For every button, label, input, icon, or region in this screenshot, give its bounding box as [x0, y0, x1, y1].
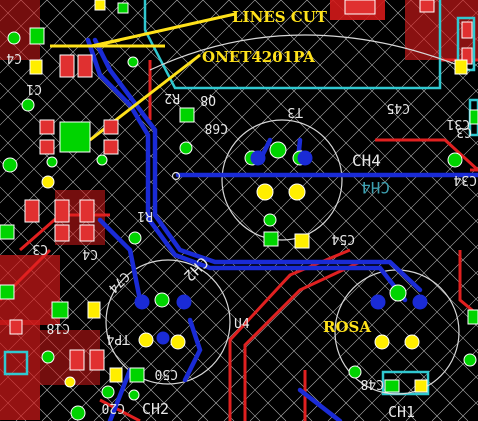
label-c18: C18: [47, 320, 70, 335]
label-c48: C48: [361, 376, 384, 391]
pads-blue: [134, 150, 428, 345]
blue-traces: [85, 37, 478, 421]
label-t3: T3: [287, 104, 303, 119]
label-c20: C20: [102, 400, 125, 415]
label-c45: C45: [387, 100, 410, 115]
label-c4-top: C4: [6, 50, 22, 65]
label-r1: R1: [137, 208, 153, 223]
component-circles: [105, 34, 471, 395]
label-tp4: TP4: [106, 331, 130, 346]
silkscreen-labels: C4 C1 R2 Q8 C68 T3 C45 C31 CH4 CH4 C34 R…: [6, 50, 477, 421]
annotation-lines-cut: LINES CUT: [232, 8, 328, 26]
label-ch1: CH1: [388, 403, 415, 421]
label-c3-right: C3: [456, 124, 472, 139]
vias-yellow: [41, 175, 420, 388]
pads-yellow: [29, 0, 468, 393]
pads-green: [0, 2, 478, 393]
label-c3: C3: [32, 241, 48, 256]
label-ch4-mirror: CH4: [361, 178, 390, 197]
label-c1: C1: [26, 81, 42, 96]
label-c31: C31: [447, 116, 470, 131]
label-c50: C50: [155, 366, 178, 381]
label-c4-mid: C4: [82, 246, 98, 261]
annotation-rosa: ROSA: [323, 318, 371, 336]
annotation-onet: ONET4201PA: [202, 48, 315, 66]
label-r2: R2: [164, 90, 180, 105]
label-c68: C68: [205, 120, 228, 135]
via-small: [171, 171, 181, 181]
label-ch4: CH4: [352, 151, 381, 170]
label-c74: C74: [105, 268, 132, 295]
label-q8: Q8: [200, 92, 216, 107]
label-c34: C34: [453, 172, 477, 187]
label-u4: U4: [234, 317, 250, 332]
smd-pads-red: [9, 0, 473, 371]
label-c54: C54: [331, 231, 355, 246]
label-ch2-bottom: CH2: [142, 400, 169, 418]
